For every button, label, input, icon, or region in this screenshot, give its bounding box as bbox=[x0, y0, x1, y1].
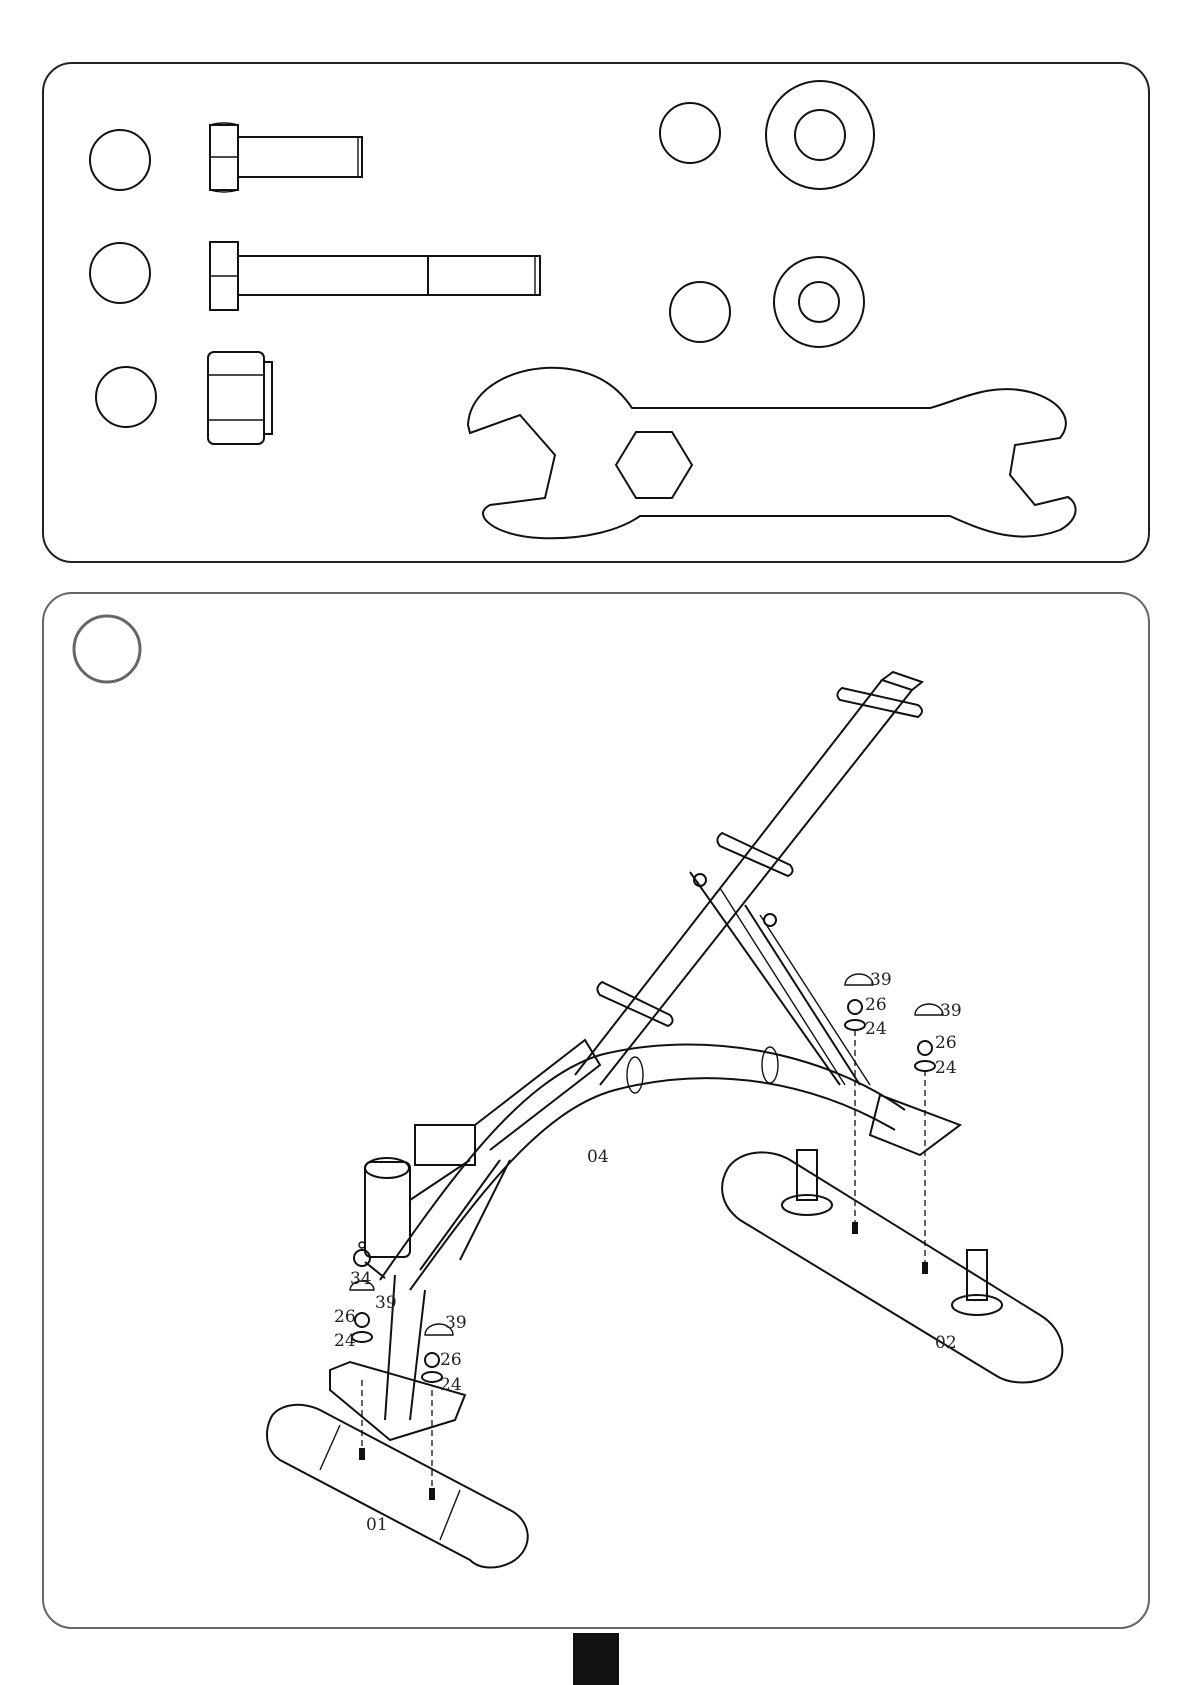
label-washer-r2-24: 24 bbox=[935, 1058, 957, 1078]
label-washer-r1-24: 24 bbox=[865, 1019, 887, 1039]
label-frame-04: 04 bbox=[587, 1147, 609, 1167]
label-rear-stabilizer-02: 02 bbox=[935, 1333, 957, 1353]
label-nut-left-26: 26 bbox=[334, 1307, 356, 1327]
label-nut-r1-26: 26 bbox=[865, 995, 887, 1015]
rear-stabilizer bbox=[722, 1030, 1062, 1383]
label-cap-mid-39: 39 bbox=[445, 1313, 467, 1333]
label-front-stabilizer-01: 01 bbox=[366, 1515, 388, 1535]
front-foot-plate bbox=[330, 1362, 465, 1440]
label-cap-r2-39: 39 bbox=[940, 1001, 962, 1021]
label-nut-r2-26: 26 bbox=[935, 1033, 957, 1053]
loose-hardware bbox=[350, 974, 943, 1382]
main-frame bbox=[380, 1044, 960, 1290]
front-stabilizer bbox=[267, 1380, 528, 1568]
label-nut-mid-26: 26 bbox=[440, 1350, 462, 1370]
step-callout-circle bbox=[74, 616, 140, 682]
label-cap-left-39: 39 bbox=[375, 1293, 397, 1313]
seat-support bbox=[365, 1040, 600, 1420]
adjustment-ladder bbox=[690, 872, 870, 1085]
label-cap-r1-39: 39 bbox=[870, 970, 892, 990]
page-number-block bbox=[573, 1633, 619, 1685]
label-spring-pin-34: 34 bbox=[350, 1269, 372, 1289]
label-washer-left-24: 24 bbox=[334, 1331, 356, 1351]
label-washer-mid-24: 24 bbox=[440, 1375, 462, 1395]
